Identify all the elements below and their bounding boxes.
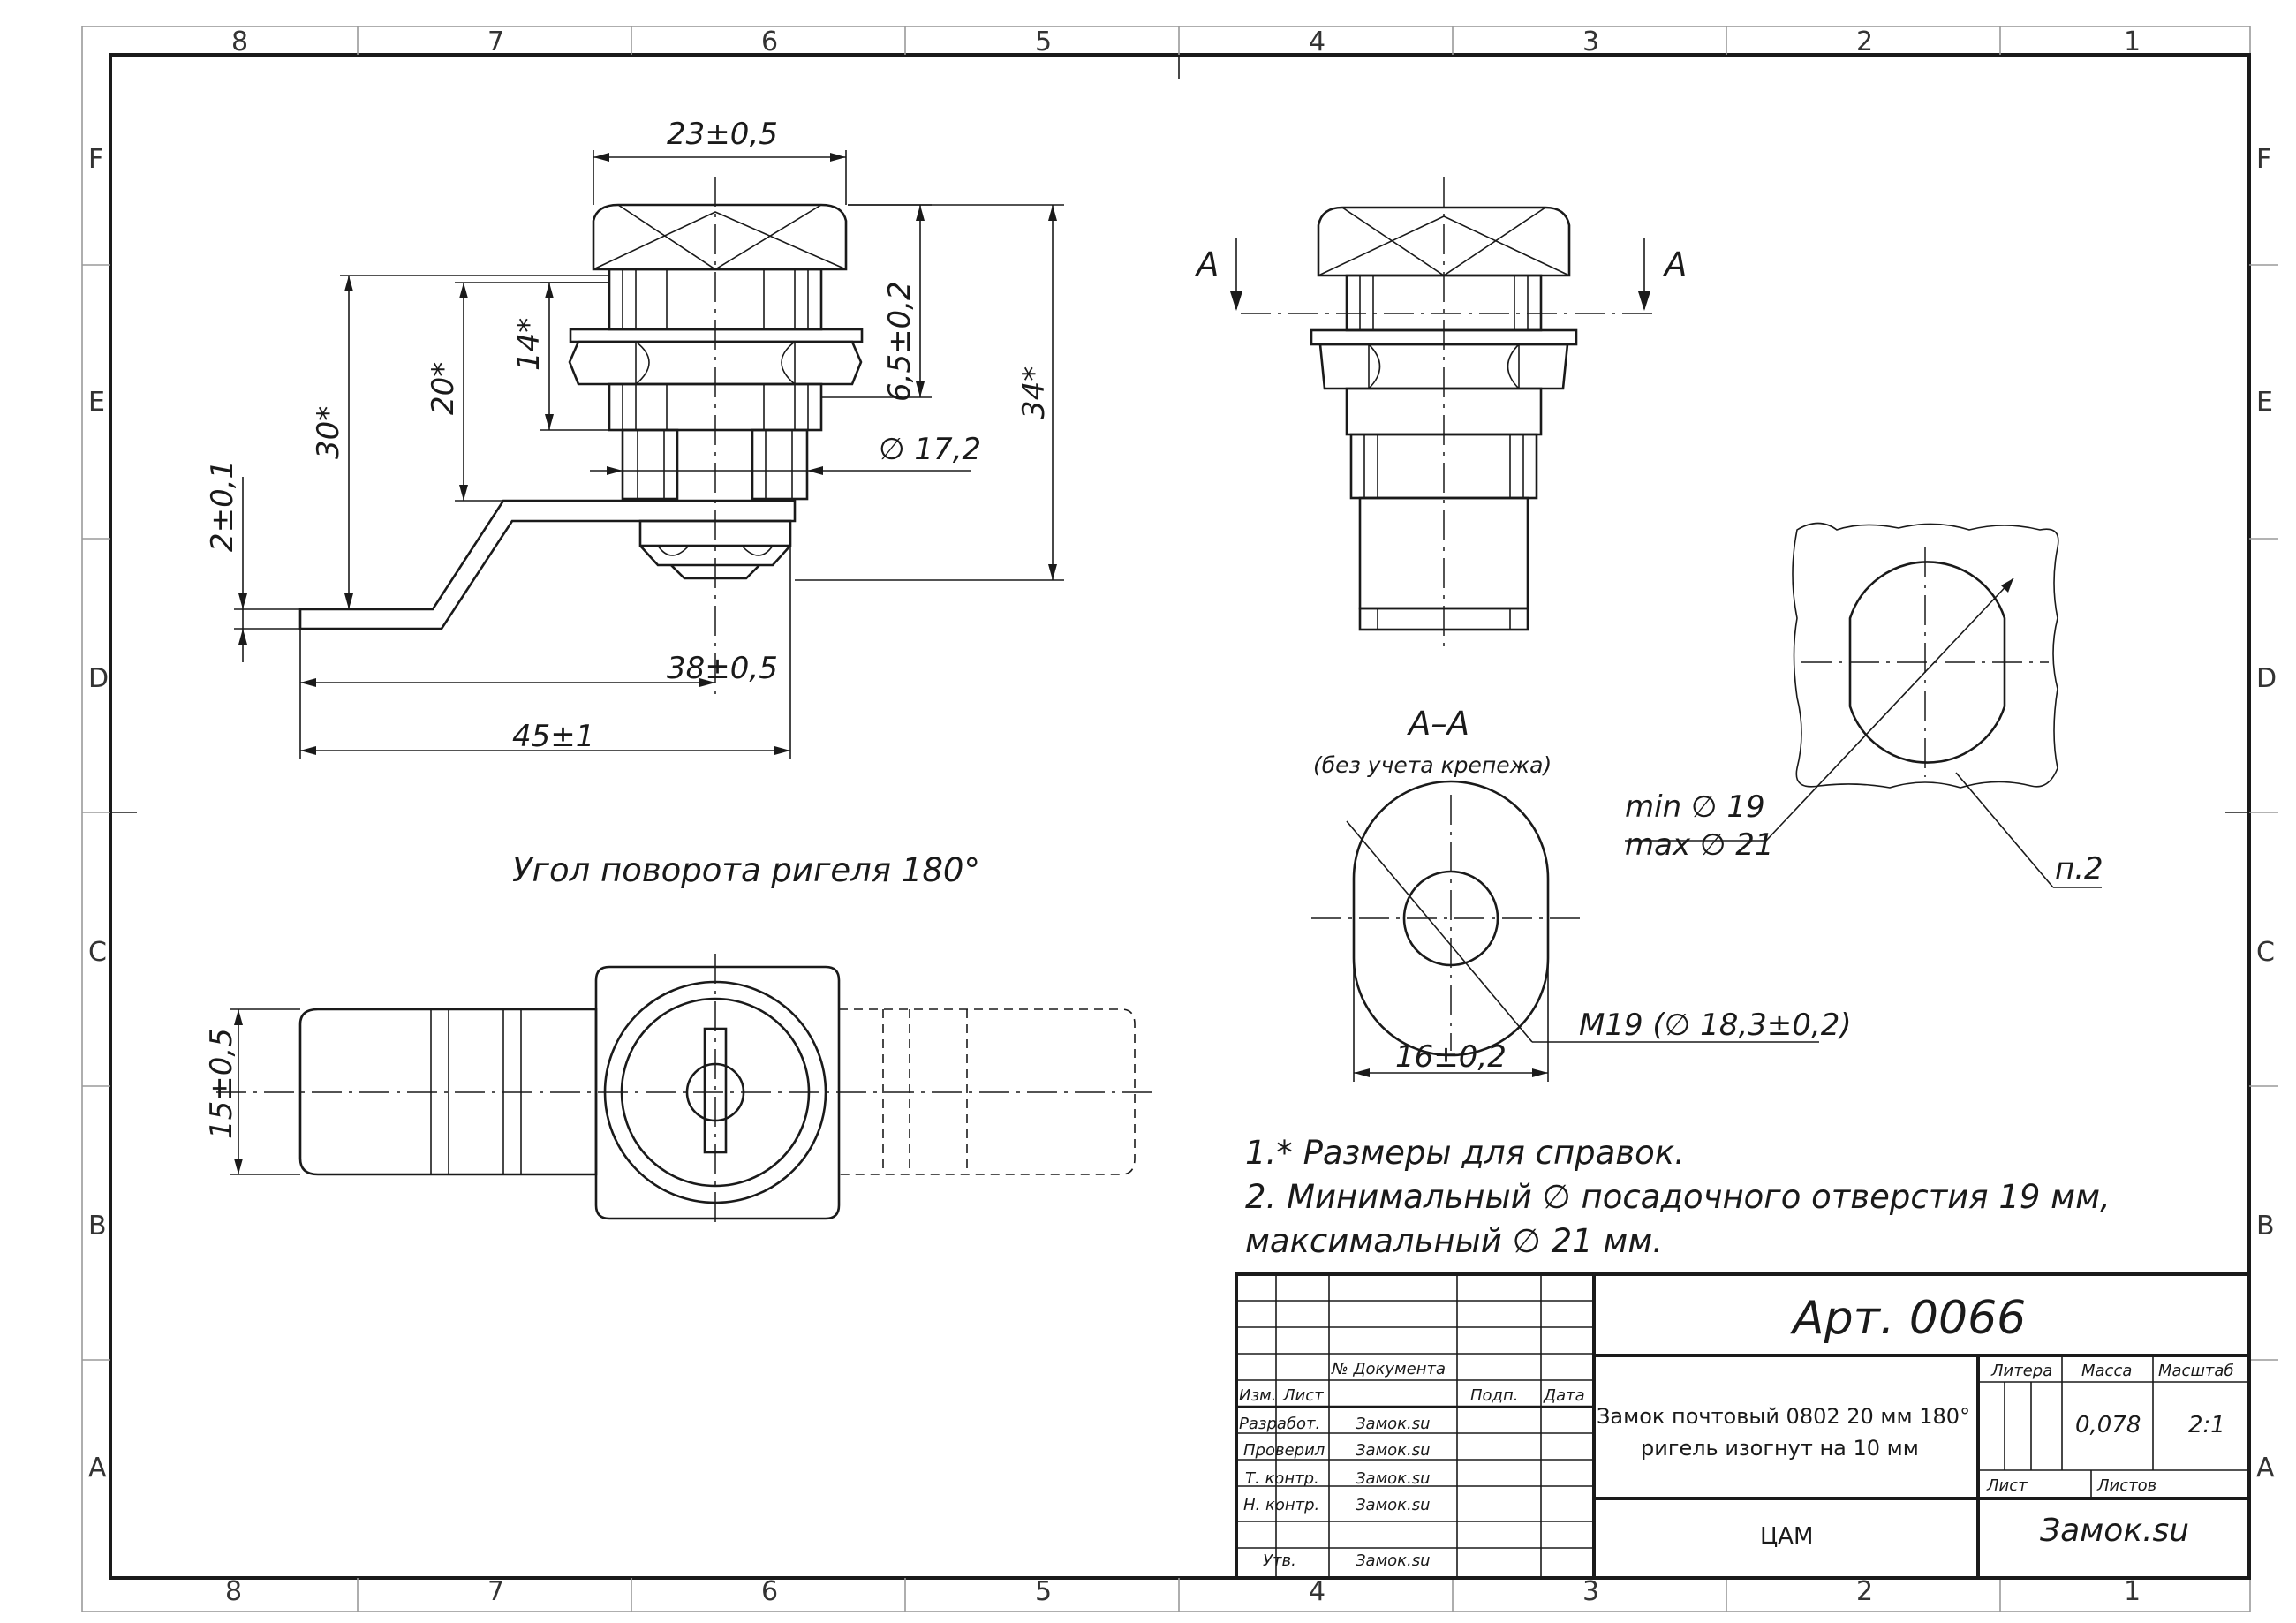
dim-34: 34* bbox=[1016, 366, 1052, 419]
dim-top-width: 23±0,5 bbox=[667, 117, 778, 152]
zone-right-A: A bbox=[2256, 1453, 2275, 1483]
dim-min-diameter: min ∅ 19 bbox=[1625, 789, 1765, 825]
top-view: 15±0,5 Угол поворота ригеля 180° bbox=[204, 851, 1152, 1223]
dim-30: 30* bbox=[311, 406, 346, 459]
tb-org-right: Замок.su bbox=[2040, 1513, 2189, 1549]
tb-signer-2: Замок.su bbox=[1356, 1441, 1431, 1460]
zone-top-3: 3 bbox=[1582, 26, 1599, 57]
section-mark-left: А bbox=[1195, 245, 1219, 283]
section-aa: 16±0,2 M19 (∅ 18,3±0,2) А–А (без учета к… bbox=[1311, 705, 1852, 1082]
zone-bottom-2: 2 bbox=[1856, 1576, 1873, 1607]
tb-podp: Подп. bbox=[1470, 1386, 1518, 1405]
tb-masshtab: Масштаб bbox=[2158, 1362, 2234, 1380]
tb-signer-1: Замок.su bbox=[1356, 1415, 1431, 1433]
title-block: № Документа Изм. Лист Подп. Дата Разрабо… bbox=[1235, 1272, 2251, 1580]
zone-bottom-3: 3 bbox=[1582, 1576, 1599, 1607]
front-view-dimension-texts: 23±0,5 ∅ 17,2 38±0,5 45±1 6,5±0,2 34* 14… bbox=[205, 117, 1052, 754]
sheet-frame bbox=[81, 26, 2278, 1612]
dim-thread: M19 (∅ 18,3±0,2) bbox=[1579, 1008, 1852, 1043]
zone-right-F: F bbox=[2256, 144, 2271, 175]
note-2: 2. Минимальный ∅ посадочного отверстия 1… bbox=[1245, 1178, 2111, 1216]
section-mark-right: А bbox=[1663, 245, 1687, 283]
section-subtitle: (без учета крепежа) bbox=[1313, 752, 1552, 778]
tb-izm: Изм. bbox=[1239, 1386, 1276, 1405]
zone-bottom-1: 1 bbox=[2124, 1576, 2141, 1607]
zone-bottom-7: 7 bbox=[487, 1576, 504, 1607]
dim-14: 14* bbox=[511, 318, 547, 371]
front-view bbox=[234, 150, 1064, 759]
zone-right-D: D bbox=[2256, 663, 2277, 694]
tb-utv: Утв. bbox=[1263, 1551, 1296, 1570]
mounting-hole-view: min ∅ 19 max ∅ 21 п.2 bbox=[1625, 522, 2103, 888]
zone-labels: 8 7 6 5 4 3 2 1 8 7 6 5 4 3 2 1 F E D C … bbox=[88, 26, 2277, 1607]
dim-38: 38±0,5 bbox=[667, 651, 778, 686]
zone-top-8: 8 bbox=[231, 26, 248, 57]
tb-signer-4: Замок.su bbox=[1356, 1496, 1431, 1514]
tb-name-line2: ригель изогнут на 10 мм bbox=[1641, 1436, 1919, 1461]
tb-massa: Масса bbox=[2081, 1362, 2132, 1380]
zone-bottom-5: 5 bbox=[1035, 1576, 1052, 1607]
zone-right-C: C bbox=[2256, 937, 2275, 968]
zone-bottom-6: 6 bbox=[761, 1576, 778, 1607]
tb-data: Дата bbox=[1543, 1386, 1585, 1405]
tb-org-left: ЦАМ bbox=[1760, 1523, 1813, 1550]
tb-article: Арт. 0066 bbox=[1790, 1292, 2026, 1345]
tb-signer-5: Замок.su bbox=[1356, 1551, 1431, 1570]
zone-top-1: 1 bbox=[2124, 26, 2141, 57]
zone-left-E: E bbox=[88, 387, 105, 418]
ref-p2: п.2 bbox=[2055, 851, 2103, 887]
tb-name-line1: Замок почтовый 0802 20 мм 180° bbox=[1597, 1404, 1970, 1429]
tb-proveril: Проверил bbox=[1243, 1441, 1325, 1460]
zone-top-2: 2 bbox=[1856, 26, 1873, 57]
zone-left-C: C bbox=[88, 937, 107, 968]
zone-top-6: 6 bbox=[761, 26, 778, 57]
section-title: А–А bbox=[1407, 705, 1469, 743]
zone-top-7: 7 bbox=[487, 26, 504, 57]
dim-16: 16±0,2 bbox=[1395, 1039, 1507, 1075]
tb-sheets: Листов bbox=[2096, 1476, 2156, 1495]
dim-6-5: 6,5±0,2 bbox=[882, 281, 918, 402]
dim-15: 15±0,5 bbox=[204, 1028, 239, 1139]
tb-sheet: Лист bbox=[1986, 1476, 2028, 1495]
tb-signer-3: Замок.su bbox=[1356, 1469, 1431, 1488]
tb-litera: Литера bbox=[1990, 1362, 2052, 1380]
zone-right-B: B bbox=[2256, 1211, 2275, 1242]
dim-max-diameter: max ∅ 21 bbox=[1625, 827, 1774, 863]
zone-left-D: D bbox=[88, 663, 109, 694]
zone-bottom-4: 4 bbox=[1309, 1576, 1325, 1607]
dim-diameter-17: ∅ 17,2 bbox=[879, 432, 981, 467]
tb-list: Лист bbox=[1282, 1386, 1324, 1405]
side-view: А А bbox=[1195, 177, 1687, 653]
zone-left-F: F bbox=[88, 144, 103, 175]
tb-tkontr: Т. контр. bbox=[1245, 1469, 1319, 1488]
dim-2: 2±0,1 bbox=[205, 460, 240, 552]
tb-razrabot: Разработ. bbox=[1239, 1415, 1320, 1433]
dim-20: 20* bbox=[426, 362, 461, 415]
tb-nkontr: Н. контр. bbox=[1243, 1496, 1319, 1514]
tb-mass-value: 0,078 bbox=[2075, 1412, 2141, 1438]
tb-scale-value: 2:1 bbox=[2188, 1412, 2225, 1438]
note-3: максимальный ∅ 21 мм. bbox=[1245, 1222, 1663, 1260]
zone-right-E: E bbox=[2256, 387, 2273, 418]
tb-doc-number-header: № Документа bbox=[1331, 1360, 1446, 1378]
zone-bottom-8: 8 bbox=[225, 1576, 242, 1607]
note-1: 1.* Размеры для справок. bbox=[1245, 1134, 1685, 1172]
zone-top-4: 4 bbox=[1309, 26, 1325, 57]
zone-top-5: 5 bbox=[1035, 26, 1052, 57]
dim-45: 45±1 bbox=[512, 719, 594, 754]
zone-left-A: A bbox=[88, 1453, 107, 1483]
rotation-label: Угол поворота ригеля 180° bbox=[512, 851, 980, 889]
zone-left-B: B bbox=[88, 1211, 107, 1242]
notes: 1.* Размеры для справок. 2. Минимальный … bbox=[1245, 1134, 2111, 1260]
